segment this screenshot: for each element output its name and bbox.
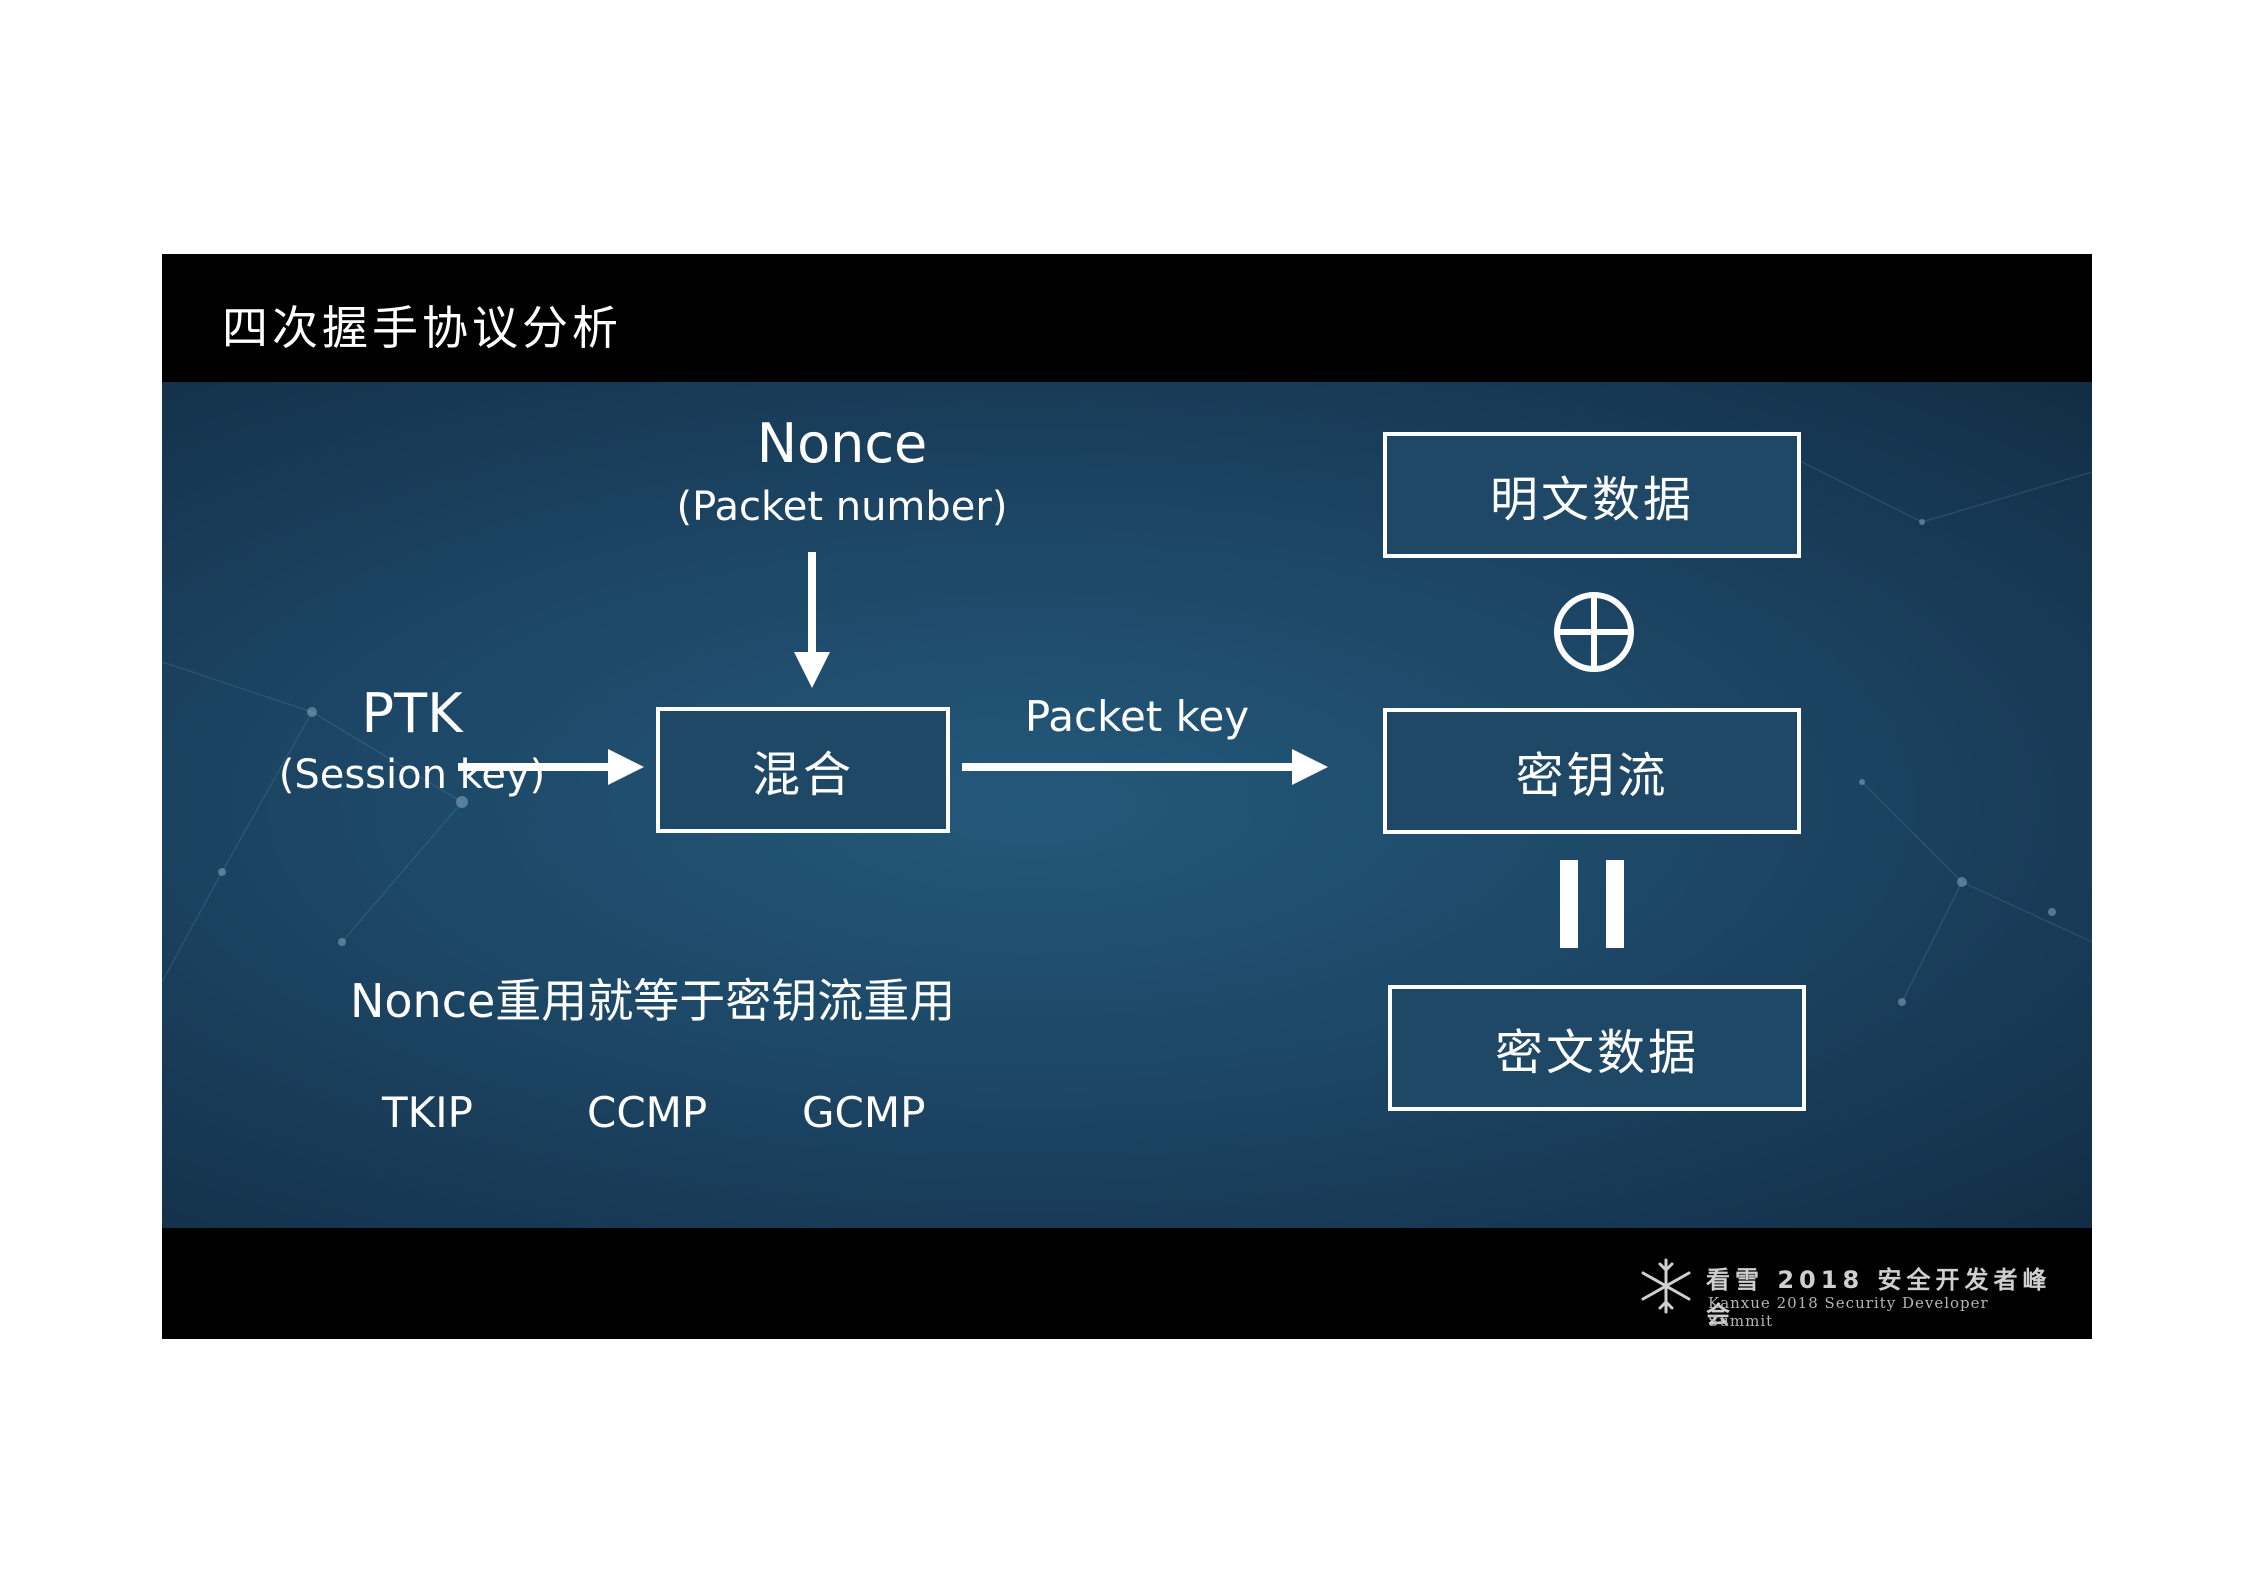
keystream-box: 密钥流 [1383, 708, 1801, 834]
diagram-area: Nonce (Packet number) PTK (Session key) … [162, 382, 2092, 1228]
protocol-gcmp: GCMP [802, 1088, 926, 1137]
packet-key-label: Packet key [1024, 692, 1250, 741]
ptk-arrow [458, 749, 644, 785]
slide-title: 四次握手协议分析 [222, 301, 622, 355]
reuse-statement: Nonce重用就等于密钥流重用 [350, 974, 956, 1028]
footer: 看雪 2018 安全开发者峰会 Kanxue 2018 Security Dev… [162, 1228, 2092, 1339]
summit-logo: 看雪 2018 安全开发者峰会 Kanxue 2018 Security Dev… [1636, 1256, 2056, 1330]
ciphertext-box: 密文数据 [1388, 985, 1806, 1111]
title-bar: 四次握手协议分析 [162, 254, 2092, 382]
xor-symbol-icon [1554, 592, 1634, 672]
mix-box: 混合 [656, 707, 950, 833]
equals-bars-icon [1560, 860, 1624, 948]
nonce-label: Nonce [756, 412, 928, 475]
packet-key-arrow [962, 749, 1328, 785]
protocol-tkip: TKIP [382, 1088, 473, 1137]
nonce-arrow [794, 552, 830, 688]
ptk-sub-label: (Session key) [278, 752, 546, 798]
logo-text-en: Kanxue 2018 Security Developer Summit [1708, 1294, 1989, 1330]
nonce-sub-label: (Packet number) [676, 484, 1008, 530]
slide: 四次握手协议分析 [162, 254, 2092, 1339]
protocol-ccmp: CCMP [587, 1088, 708, 1137]
plaintext-box: 明文数据 [1383, 432, 1801, 558]
logo-text-cn: 看雪 2018 安全开发者峰会 [1706, 1266, 2052, 1329]
network-background [162, 441, 2092, 1006]
ptk-label: PTK [361, 682, 463, 745]
snowflake-icon [1641, 1258, 1691, 1314]
